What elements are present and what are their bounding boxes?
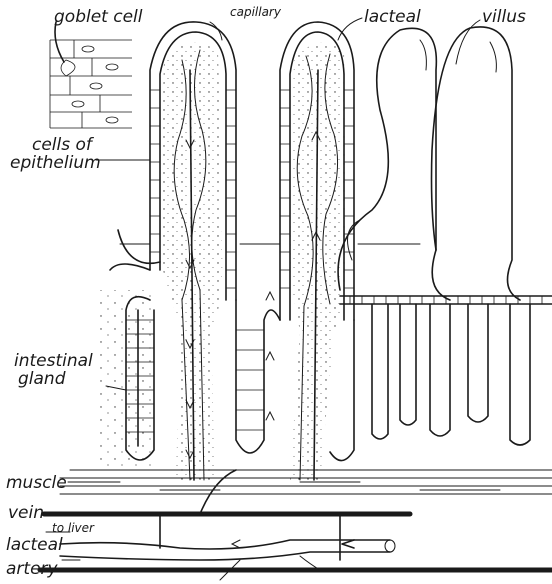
label-vein: vein <box>8 503 44 523</box>
goblet-cell-inset <box>48 22 132 128</box>
label-epithelium: epithelium <box>10 153 101 173</box>
label-gland: gland <box>18 369 66 389</box>
label-cells-of: cells of <box>32 135 95 155</box>
label-to-liver: to liver <box>52 521 95 535</box>
label-intestinal: intestinal <box>14 351 93 371</box>
label-goblet-cell: goblet cell <box>54 7 143 27</box>
label-lacteal-bottom: lacteal <box>6 535 63 555</box>
label-capillary: capillary <box>230 5 282 19</box>
artery-vessel <box>40 540 552 580</box>
label-muscle: muscle <box>6 473 67 493</box>
vein-vessel <box>44 470 410 560</box>
label-artery: artery <box>6 559 59 579</box>
label-villus: villus <box>482 7 526 27</box>
left-villus <box>150 22 236 480</box>
label-lacteal-top: lacteal <box>364 7 421 27</box>
